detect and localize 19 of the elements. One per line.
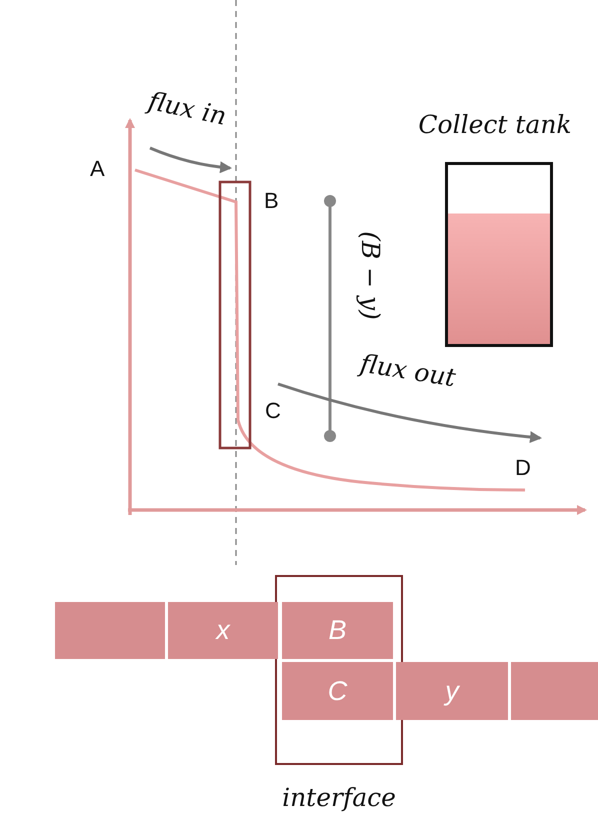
flux-label: flux in — [146, 88, 229, 129]
interface-label: interface — [281, 785, 397, 810]
point-label: A — [90, 158, 105, 180]
bar-segment — [511, 662, 598, 720]
bar-segment — [282, 662, 393, 720]
variable-label: C — [328, 678, 348, 704]
flux-label: flux out — [358, 350, 458, 390]
variable-label: B — [328, 617, 346, 644]
point-label: C — [265, 400, 281, 422]
variable-label: y — [445, 678, 459, 704]
bar-segment — [168, 602, 278, 659]
point-label: D — [515, 457, 531, 479]
difference-label: (B − y) — [357, 230, 382, 320]
bar-segment — [55, 602, 165, 659]
bar-segment — [396, 662, 508, 720]
point-label: B — [264, 190, 279, 212]
tank-title: Collect tank — [417, 112, 573, 137]
variable-label: x — [216, 617, 230, 644]
bar-segment — [282, 602, 393, 659]
